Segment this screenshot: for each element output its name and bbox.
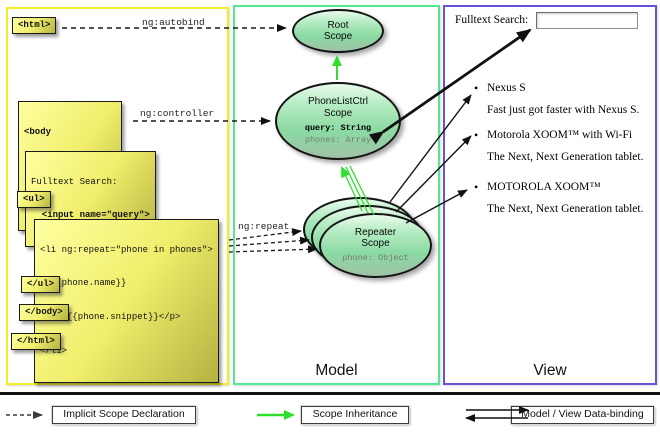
model-column-label: Model	[315, 362, 358, 379]
html-open-tag-box: <html>	[12, 17, 57, 35]
legend-scope-inheritance-box: Scope Inheritance	[301, 406, 409, 424]
li-repeat-box: <li ng:repeat="phone in phones"> {{phone…	[34, 219, 219, 383]
scope-title: PhoneListCtrl	[307, 96, 369, 108]
scope-title: Scope	[323, 107, 353, 119]
fulltext-search-input[interactable]	[536, 12, 638, 29]
scope-title: Scope	[361, 238, 390, 250]
code-line: <li ng:repeat="phone in phones">	[40, 244, 213, 255]
view-item-snippet: The Next, Next Generation tablet.	[487, 203, 644, 215]
legend-implicit-scope-box: Implicit Scope Declaration	[52, 406, 196, 424]
code-line: </li>	[40, 345, 68, 356]
html-close-tag-box: </html>	[11, 333, 61, 351]
ul-open-tag-box: <ul>	[17, 191, 51, 209]
scope-title: Scope	[323, 31, 353, 42]
scope-title: Root	[327, 19, 349, 31]
scope-prop-query: query: String	[304, 123, 372, 134]
legend-divider	[0, 392, 660, 395]
view-item-name: Nexus S	[487, 82, 526, 94]
legend-databinding-box: Model / View Data-binding	[511, 406, 654, 424]
root-scope-node: Root Scope	[292, 9, 384, 53]
input-tag-line: <input name="query">	[31, 210, 150, 221]
view-item-snippet: The Next, Next Generation tablet.	[487, 151, 644, 163]
body-close-tag-box: </body>	[19, 304, 69, 322]
ul-close-tag-box: </ul>	[21, 276, 61, 294]
view-item-snippet: Fast just got faster with Nexus S.	[487, 104, 640, 116]
ng-autobind-label: ng:autobind	[142, 17, 205, 28]
ng-repeat-label: ng:repeat	[238, 221, 290, 232]
view-column: View	[443, 5, 657, 385]
view-column-label: View	[533, 362, 567, 379]
ng-controller-label: ng:controller	[140, 108, 215, 119]
repeater-scope-node: Repeater Scope phone: Object	[319, 213, 432, 278]
list-bullet: •	[474, 180, 479, 194]
fulltext-label-line: Fulltext Search:	[31, 176, 118, 187]
model-column: Model	[233, 5, 440, 385]
view-search-label: Fulltext Search:	[455, 14, 529, 26]
code-line: <p>{{phone.snippet}}</p>	[40, 312, 181, 322]
list-bullet: •	[474, 81, 479, 95]
code-line: {{phone.name}}	[40, 278, 127, 289]
code-line: <body	[24, 126, 52, 137]
scope-prop-phone: phone: Object	[342, 252, 409, 263]
phonelistctrl-scope-node: PhoneListCtrl Scope query: String phones…	[275, 82, 401, 160]
list-bullet: •	[474, 128, 479, 142]
scope-prop-phones: phones: Array	[304, 134, 372, 145]
view-item-name: Motorola XOOM™ with Wi-Fi	[487, 129, 633, 141]
scope-title: Repeater	[354, 226, 397, 238]
view-item-name: MOTOROLA XOOM™	[487, 181, 601, 193]
